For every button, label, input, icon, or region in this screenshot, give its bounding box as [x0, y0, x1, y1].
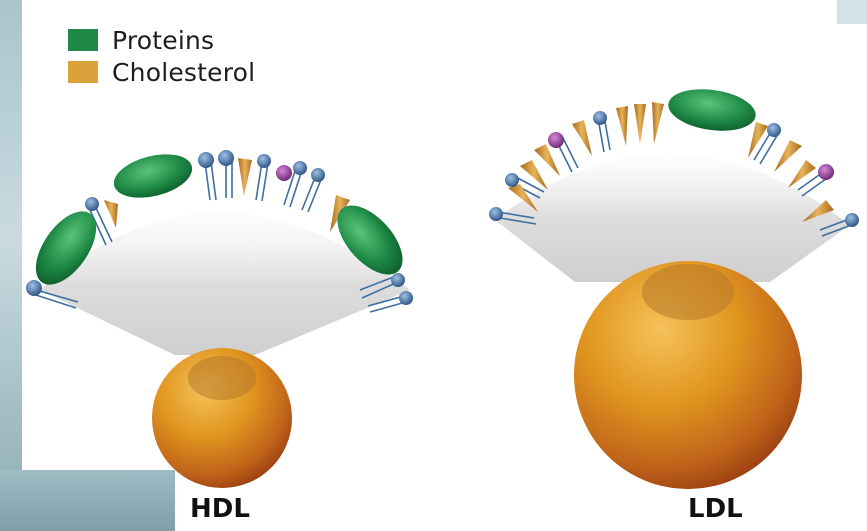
hdl-particle — [24, 147, 415, 488]
legend-label-proteins: Proteins — [112, 26, 214, 55]
ldl-particle — [489, 84, 859, 489]
legend-item-proteins: Proteins — [68, 24, 255, 56]
legend-item-cholesterol: Cholesterol — [68, 56, 255, 88]
legend-label-cholesterol: Cholesterol — [112, 58, 255, 87]
legend: Proteins Cholesterol — [68, 24, 255, 88]
hdl-label: HDL — [190, 494, 250, 524]
cholesterol-swatch — [68, 61, 98, 83]
ldl-label: LDL — [688, 494, 743, 524]
ldl-apolipoprotein — [666, 84, 759, 136]
proteins-swatch — [68, 29, 98, 51]
